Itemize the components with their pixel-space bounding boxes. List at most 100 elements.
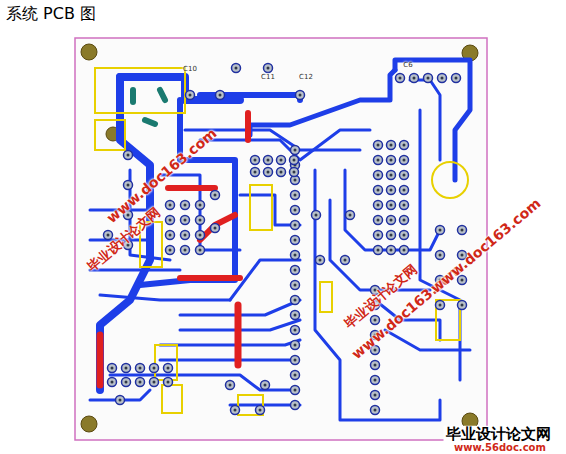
pad (387, 201, 396, 210)
pad (374, 186, 383, 195)
pad-hole (403, 204, 406, 207)
pad-hole (390, 144, 393, 147)
pad-hole (374, 379, 377, 382)
pad (122, 378, 131, 387)
pad (371, 406, 380, 415)
pad (291, 371, 300, 380)
pad-hole (403, 219, 406, 222)
pad-hole (441, 77, 444, 80)
pad (387, 186, 396, 195)
pad-hole (377, 144, 380, 147)
pad (312, 211, 321, 220)
crystal (133, 90, 165, 124)
pad-hole (293, 171, 296, 174)
pad (400, 246, 409, 255)
mounting-holes (81, 44, 478, 432)
pad-hole (294, 359, 297, 362)
pad (164, 364, 173, 373)
pad (277, 168, 286, 177)
pad-hole (294, 224, 297, 227)
pad (291, 311, 300, 320)
pad (181, 216, 190, 225)
pad-hole (267, 171, 270, 174)
pad (424, 74, 433, 83)
pad-hole (167, 367, 170, 370)
pad (400, 231, 409, 240)
pad (264, 156, 273, 165)
pad (290, 168, 299, 177)
pad-hole (439, 229, 442, 232)
pad (291, 266, 300, 275)
pad (374, 231, 383, 240)
pad-hole (390, 234, 393, 237)
pad-hole (199, 219, 202, 222)
pad (400, 156, 409, 165)
pad-hole (403, 174, 406, 177)
pad-hole (111, 381, 114, 384)
pad (291, 146, 300, 155)
pad-hole (294, 254, 297, 257)
pad-hole (439, 254, 442, 257)
pad (387, 156, 396, 165)
pad (290, 156, 299, 165)
pad-hole (139, 381, 142, 384)
pad-hole (294, 239, 297, 242)
pad (108, 378, 117, 387)
pad (226, 381, 235, 390)
pad-hole (184, 234, 187, 237)
pad (277, 156, 286, 165)
pad-hole (413, 77, 416, 80)
pad (181, 231, 190, 240)
pad-hole (377, 204, 380, 207)
pad-hole (294, 374, 297, 377)
pad-hole (199, 234, 202, 237)
pad-hole (427, 77, 430, 80)
pad (164, 378, 173, 387)
pad (264, 168, 273, 177)
pad (387, 246, 396, 255)
pad-hole (294, 209, 297, 212)
pad (216, 91, 225, 100)
pad-hole (267, 67, 270, 70)
pad-hole (374, 319, 377, 322)
pad-hole (169, 234, 172, 237)
pad (346, 211, 355, 220)
pad (136, 378, 145, 387)
pad-hole (403, 249, 406, 252)
pad-hole (167, 381, 170, 384)
pad (231, 406, 240, 415)
pad-hole (127, 154, 130, 157)
pad (341, 256, 350, 265)
pad-hole (254, 171, 257, 174)
pad-hole (344, 259, 347, 262)
watermark: 毕业设计论文网 (444, 426, 553, 443)
pad-hole (267, 159, 270, 162)
pad (124, 151, 133, 160)
pad-hole (189, 94, 192, 97)
pad-hole (374, 394, 377, 397)
pad (166, 201, 175, 210)
pad-hole (399, 77, 402, 80)
copper-traces (90, 60, 470, 420)
pad (374, 201, 383, 210)
pad-hole (377, 249, 380, 252)
pad-hole (169, 219, 172, 222)
pad (374, 216, 383, 225)
part-label: C11 (261, 74, 275, 82)
pad-hole (199, 249, 202, 252)
pad-hole (315, 214, 318, 217)
pad (436, 301, 445, 310)
pad-hole (294, 149, 297, 152)
pad (211, 224, 220, 233)
pad-hole (374, 364, 377, 367)
pad-hole (125, 381, 128, 384)
pad (371, 391, 380, 400)
pad (316, 256, 325, 265)
pad (291, 296, 300, 305)
pad (291, 221, 300, 230)
pad-hole (169, 249, 172, 252)
pad-hole (461, 304, 464, 307)
pad (410, 74, 419, 83)
pad-hole (259, 409, 262, 412)
